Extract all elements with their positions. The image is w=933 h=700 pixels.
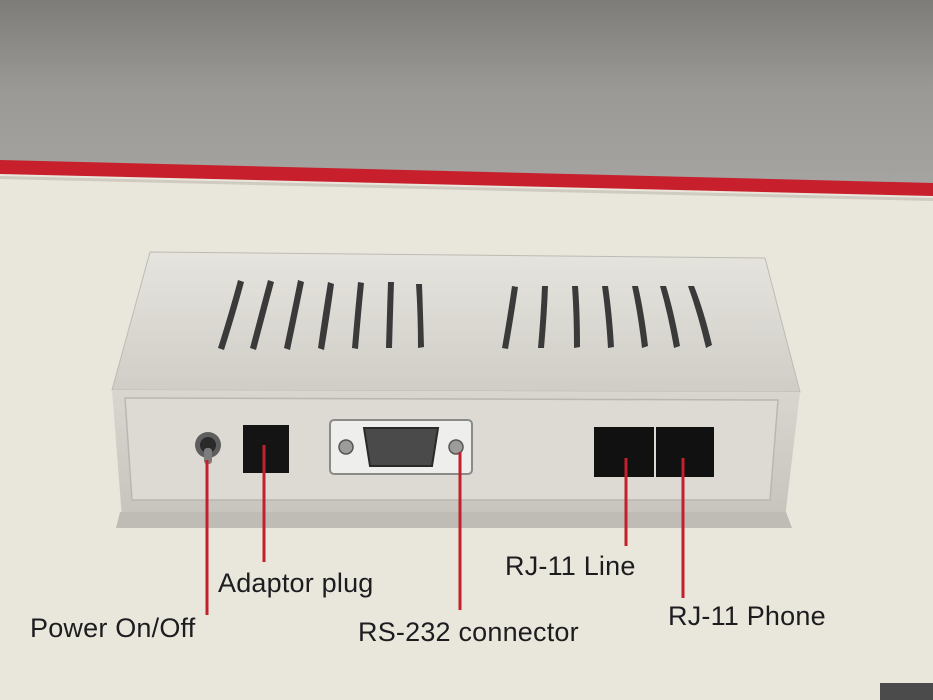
rj11-line-jack-icon bbox=[594, 427, 654, 477]
label-power-on-off: Power On/Off bbox=[30, 613, 196, 643]
rj11-phone-jack-icon bbox=[656, 427, 714, 477]
modem-base bbox=[116, 512, 792, 528]
rs232-port-icon bbox=[329, 419, 473, 475]
adaptor-jack-icon bbox=[243, 425, 289, 473]
pointer-lines bbox=[205, 445, 685, 615]
label-rj11-phone: RJ-11 Phone bbox=[668, 601, 826, 631]
box-corner-tab bbox=[880, 683, 933, 700]
power-switch-icon bbox=[195, 432, 221, 464]
label-rs232-connector: RS-232 connector bbox=[358, 617, 579, 647]
vent-slots-right bbox=[502, 286, 712, 349]
label-rj11-line: RJ-11 Line bbox=[505, 551, 636, 581]
vent-slots-left bbox=[218, 280, 424, 350]
modem-top-housing bbox=[111, 251, 801, 393]
label-adaptor-plug: Adaptor plug bbox=[218, 568, 374, 598]
